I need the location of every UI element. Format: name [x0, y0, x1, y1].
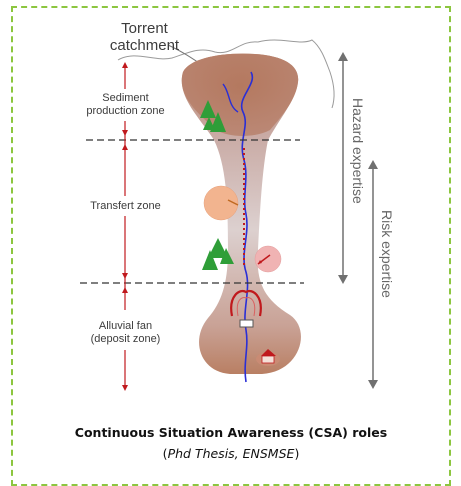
caption-source: (Phd Thesis, ENSMSE): [13, 446, 449, 461]
label-transfer-zone: Transfert zone: [68, 200, 183, 213]
label-sediment-production-zone: Sediment production zone: [68, 92, 183, 117]
caption-title: Continuous Situation Awareness (CSA) rol…: [13, 425, 449, 440]
hazard-arrow: [338, 52, 348, 284]
label-hazard-expertise: Hazard expertise: [350, 98, 366, 204]
catchment-basin: [182, 54, 298, 136]
risk-arrow: [368, 160, 378, 389]
deposit-barrier: [240, 320, 253, 327]
caption-source-italic: Phd Thesis, ENSMSE: [168, 446, 295, 461]
label-alluvial-fan: Alluvial fan (deposit zone): [68, 320, 183, 345]
label-torrent-catchment: Torrent catchment: [92, 20, 197, 55]
side-cone-right: [255, 246, 281, 272]
label-risk-expertise: Risk expertise: [379, 210, 395, 298]
